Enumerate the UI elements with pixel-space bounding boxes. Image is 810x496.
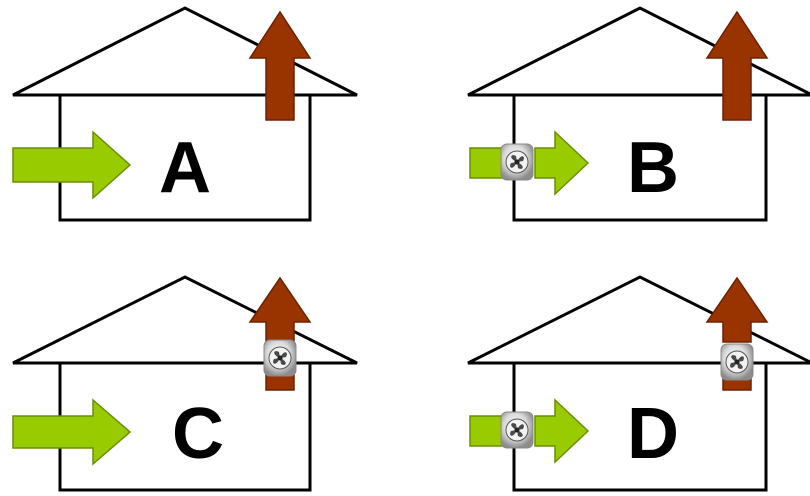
brown-up-arrow-icon <box>705 10 769 121</box>
panel-label-d: D <box>627 394 679 474</box>
green-arrow-tail <box>469 415 504 447</box>
panel-label-c: C <box>172 394 224 474</box>
green-arrow-icon <box>534 130 590 196</box>
fan-icon <box>263 339 297 377</box>
panel-a: A <box>12 6 358 222</box>
panel-label-b: B <box>627 128 679 208</box>
panel-c: C <box>12 275 358 492</box>
green-arrow-icon <box>12 130 132 200</box>
panel-b: B <box>467 6 810 222</box>
fan-icon <box>720 343 754 381</box>
brown-up-arrow-icon <box>705 276 769 343</box>
fan-icon <box>500 411 534 449</box>
panel-d: D <box>467 275 810 492</box>
brown-up-arrow-icon <box>248 276 312 343</box>
green-arrow-tail <box>469 147 504 179</box>
green-arrow-icon <box>534 398 590 464</box>
brown-up-arrow-icon <box>248 10 312 121</box>
green-arrow-icon <box>12 398 132 466</box>
panel-label-a: A <box>159 128 211 208</box>
fan-icon <box>500 143 534 181</box>
